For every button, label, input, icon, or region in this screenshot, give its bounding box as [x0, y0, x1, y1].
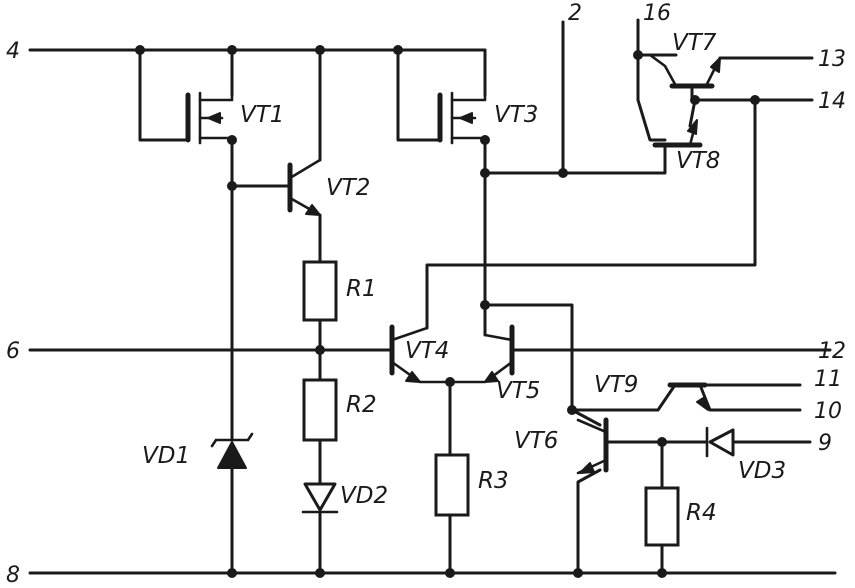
r4-resistor: [644, 486, 680, 547]
pin-6-label: 6: [6, 339, 20, 364]
vt7-label: VT7: [672, 30, 717, 56]
vd2-diode: [301, 482, 339, 514]
vt4-transistor: [389, 324, 452, 384]
pin-10-label: 10: [814, 399, 842, 424]
wires: [28, 18, 837, 575]
vt6-label: VT6: [514, 428, 558, 454]
vt9-label: VT9: [594, 372, 638, 398]
junctions: [135, 45, 760, 578]
vt8-label: VT8: [676, 148, 720, 174]
r3-resistor: [434, 453, 470, 517]
r1-resistor: [302, 260, 338, 322]
vt9-transistor: [667, 382, 709, 411]
pin-4-label: 4: [6, 39, 20, 64]
vt3-transistor: [437, 91, 487, 145]
pin-14-label: 14: [818, 89, 846, 114]
vt7-transistor: [648, 53, 722, 89]
pin-8-label: 8: [6, 563, 20, 588]
vt5-transistor: [448, 324, 515, 384]
vt8-transistor: [652, 119, 703, 148]
component-labels: VT1 VT2 VT3 VT4 VT5 VT6 VT7 VT8 VT9 R1 R…: [142, 30, 786, 526]
pin-2-label: 2: [568, 1, 582, 26]
vt2-transistor: [287, 158, 322, 217]
vt1-transistor: [185, 91, 234, 145]
vt3-label: VT3: [494, 102, 538, 128]
vt6-transistor: [576, 417, 609, 475]
vd1-zener-diode: [210, 432, 254, 469]
r2-resistor: [302, 378, 338, 442]
vt4-label: VT4: [405, 338, 449, 364]
vd2-label: VD2: [340, 483, 388, 509]
vd3-diode: [705, 426, 735, 458]
pin-12-label: 12: [818, 339, 846, 364]
r2-label: R2: [346, 392, 377, 418]
pin-13-label: 13: [818, 47, 846, 72]
r4-label: R4: [686, 500, 717, 526]
pin-labels: 4 6 8 2 16 13 14 12 11 10 9: [6, 1, 846, 588]
vd3-label: VD3: [738, 458, 786, 484]
vt1-label: VT1: [240, 102, 284, 128]
r1-label: R1: [346, 276, 377, 302]
vd1-label: VD1: [142, 443, 190, 469]
pin-9-label: 9: [818, 431, 832, 456]
pin-16-label: 16: [643, 1, 671, 26]
pin-11-label: 11: [814, 367, 842, 392]
vt2-label: VT2: [326, 175, 370, 201]
r3-label: R3: [478, 468, 509, 494]
vt5-label: VT5: [496, 378, 540, 404]
